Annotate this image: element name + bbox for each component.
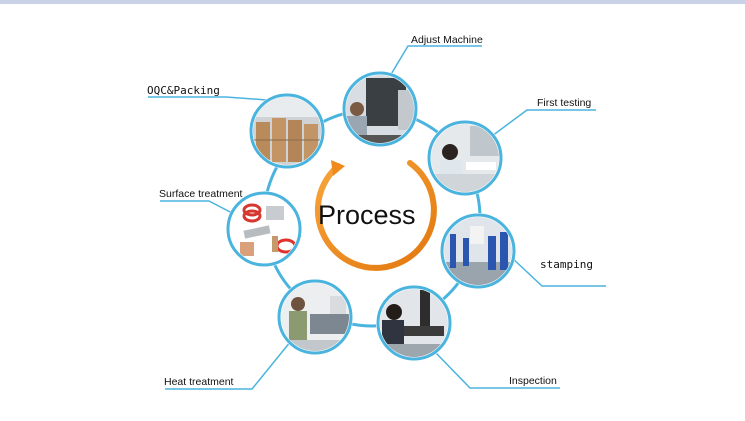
step-label-heat-treatment: Heat treatment <box>164 376 234 388</box>
leader-lines <box>148 45 606 390</box>
step-label-first-testing: First testing <box>537 97 592 109</box>
step-label-stamping: stamping <box>540 258 593 271</box>
photo-oqc-packing <box>249 93 325 169</box>
step-label-inspection: Inspection <box>509 375 557 387</box>
step-label-surface-treatment: Surface treatment <box>159 188 243 200</box>
cycle-arrow-head <box>331 160 345 176</box>
step-label-oqc-packing: OQC&Packing <box>147 84 220 97</box>
photo-adjust-machine <box>342 71 418 147</box>
leader-inspection <box>435 352 560 389</box>
center-title: Process <box>318 200 416 230</box>
photo-first-testing <box>427 120 503 196</box>
photo-stamping <box>440 213 516 289</box>
leader-heat-treatment <box>165 340 292 390</box>
photo-heat-treatment <box>277 279 353 355</box>
step-label-adjust-machine: Adjust Machine <box>411 34 483 46</box>
leader-surface-treatment <box>160 200 235 215</box>
photo-surface-treatment <box>226 191 302 267</box>
cycle-arrow <box>314 160 437 271</box>
leader-adjust-machine <box>389 45 482 77</box>
leader-first-testing <box>491 109 596 137</box>
photo-inspection <box>376 285 452 361</box>
top-divider-bar <box>0 0 745 4</box>
leader-oqc-packing <box>148 96 268 101</box>
leader-stamping <box>509 255 606 287</box>
